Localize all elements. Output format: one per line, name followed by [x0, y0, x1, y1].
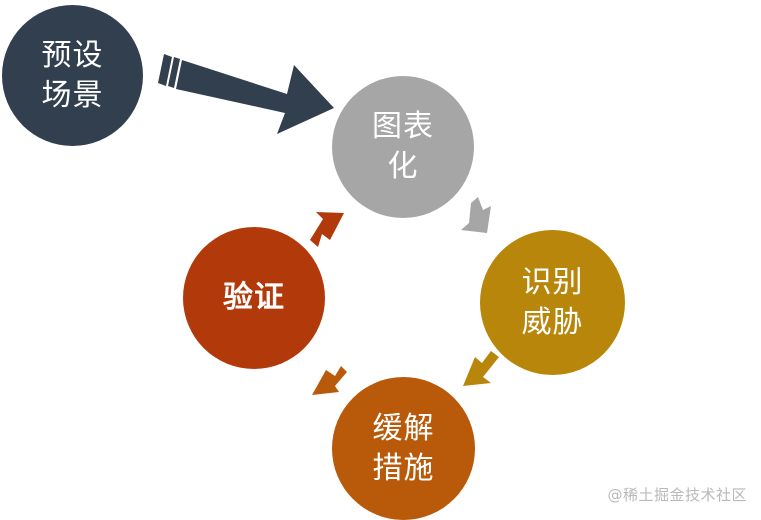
- node-mitigations-label: 缓解 措施: [372, 410, 435, 486]
- node-verify-label: 验证: [223, 280, 285, 315]
- watermark: @稀土掘金技术社区: [607, 486, 747, 504]
- node-diagramming: 图表 化: [332, 76, 474, 218]
- cycle-arrow-visual-to-identify: [461, 197, 491, 233]
- main-arrow-body: [176, 60, 334, 134]
- node-preset-scenario-label: 预设 场景: [41, 37, 104, 113]
- cycle-arrow-mitigate-to-verify: [312, 366, 347, 395]
- node-preset-scenario: 预设 场景: [2, 5, 143, 146]
- node-verify: 验证: [183, 227, 325, 369]
- node-mitigations: 缓解 措施: [332, 377, 475, 520]
- cycle-arrow-verify-to-visual: [310, 212, 344, 247]
- main-arrow-stripe-2: [168, 57, 180, 88]
- node-diagramming-label: 图表 化: [372, 109, 434, 184]
- node-identify-threats: 识别 威胁: [480, 230, 625, 375]
- cycle-arrow-identify-to-mitigate: [463, 351, 499, 386]
- main-arrow-stripe-1: [158, 54, 172, 86]
- main-arrow: [158, 54, 334, 134]
- node-identify-threats-label: 识别 威胁: [521, 264, 584, 340]
